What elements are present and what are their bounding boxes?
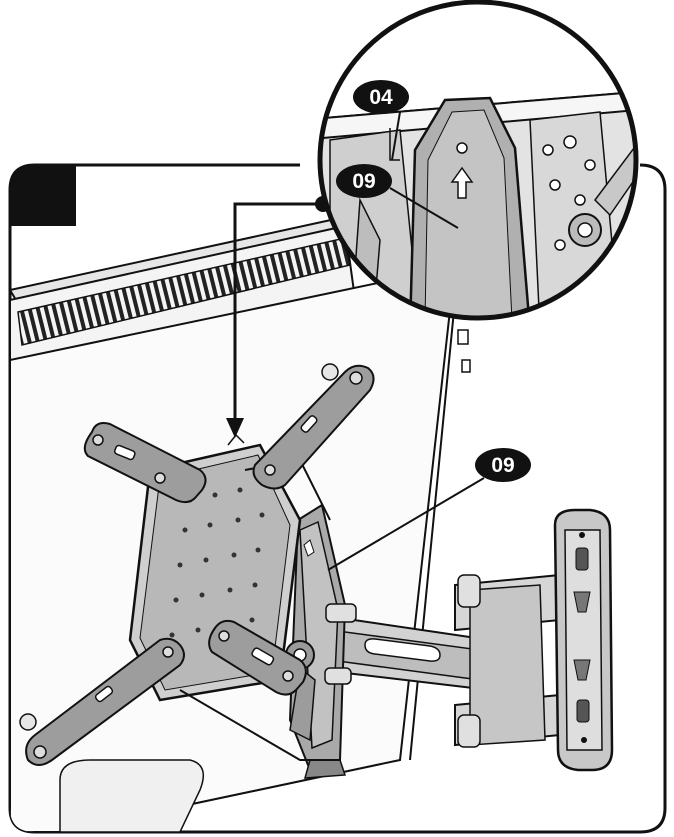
callout-04-label: 04 <box>369 86 393 109</box>
callout-09-inset: 09 <box>336 164 459 229</box>
callout-09-main-label: 09 <box>491 454 514 477</box>
mounting-arm-bottom-left <box>19 637 185 766</box>
tilt-head-bracket <box>285 503 357 779</box>
callout-09-main: 09 <box>327 448 531 571</box>
up-arrow-icon <box>450 166 474 199</box>
mounting-arm-top-right <box>252 363 375 490</box>
mounting-arm-top-left <box>83 422 207 504</box>
callout-09-inset-label: 09 <box>352 170 375 193</box>
wall-plate <box>553 508 614 772</box>
step-badge <box>10 165 76 226</box>
mounting-arm-bottom-right <box>208 619 307 696</box>
swing-arm <box>319 573 561 748</box>
detail-inset <box>317 0 639 321</box>
callout-04: 04 <box>353 80 409 161</box>
arrow-head <box>226 418 244 438</box>
leader-arrow <box>233 202 323 420</box>
